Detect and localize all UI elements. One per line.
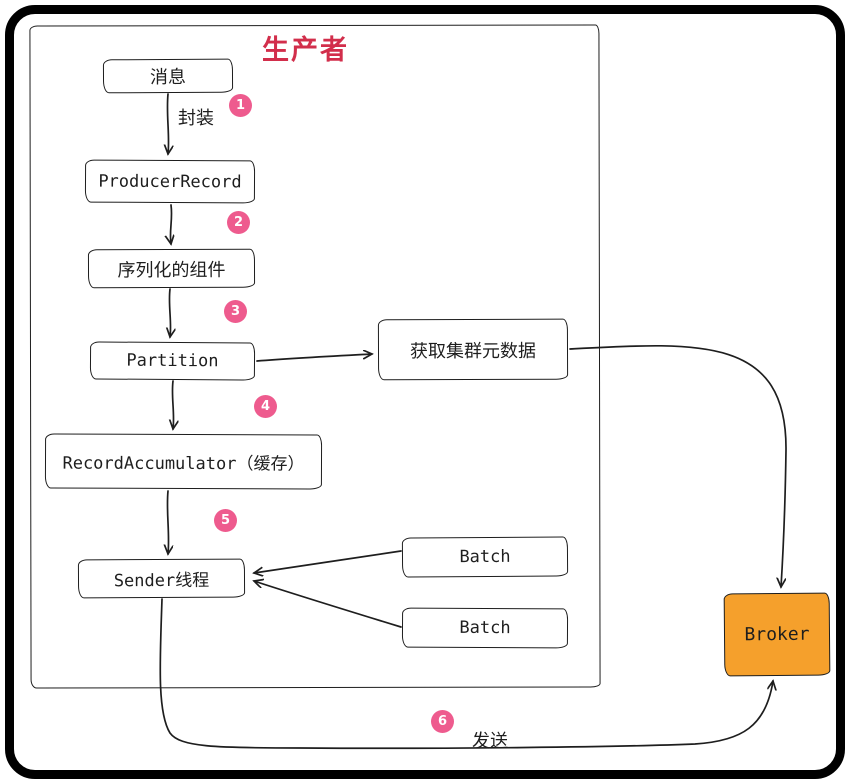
node-metadata: 获取集群元数据 xyxy=(377,318,569,381)
edge-label-encapsulate: 封装 xyxy=(178,108,214,129)
producer-group-label: 生产者 xyxy=(262,35,349,66)
node-accumulator: RecordAccumulator（缓存） xyxy=(44,433,323,490)
edge-metadata-to-broker xyxy=(569,344,787,587)
node-serializer: 序列化的组件 xyxy=(87,248,256,289)
node-batch-bottom: Batch xyxy=(401,607,569,649)
edge-batch-bottom-to-sender xyxy=(254,581,402,628)
step-badge-5: 5 xyxy=(214,509,237,532)
edge-batch-top-to-sender xyxy=(254,550,402,573)
node-message: 消息 xyxy=(102,58,234,94)
edge-partition-to-metadata xyxy=(256,354,372,362)
edge-accumulator-to-sender xyxy=(167,490,168,554)
node-producer-record: ProducerRecord xyxy=(84,159,256,204)
node-sender: Sender线程 xyxy=(77,558,246,599)
node-partition: Partition xyxy=(89,341,256,381)
edge-producerrecord-to-serializer xyxy=(170,204,171,244)
step-badge-4: 4 xyxy=(254,395,277,418)
node-batch-top: Batch xyxy=(401,536,569,578)
edge-sender-to-broker-send xyxy=(159,598,773,750)
node-broker: Broker xyxy=(723,592,831,677)
edge-partition-to-accumulator xyxy=(172,380,173,429)
step-badge-6: 6 xyxy=(431,710,454,733)
step-badge-2: 2 xyxy=(227,211,250,234)
edge-message-to-producerrecord xyxy=(167,93,168,154)
step-badge-1: 1 xyxy=(229,94,252,117)
edge-label-send: 发送 xyxy=(472,731,508,752)
step-badge-3: 3 xyxy=(224,300,247,323)
edge-serializer-to-partition xyxy=(169,288,170,337)
